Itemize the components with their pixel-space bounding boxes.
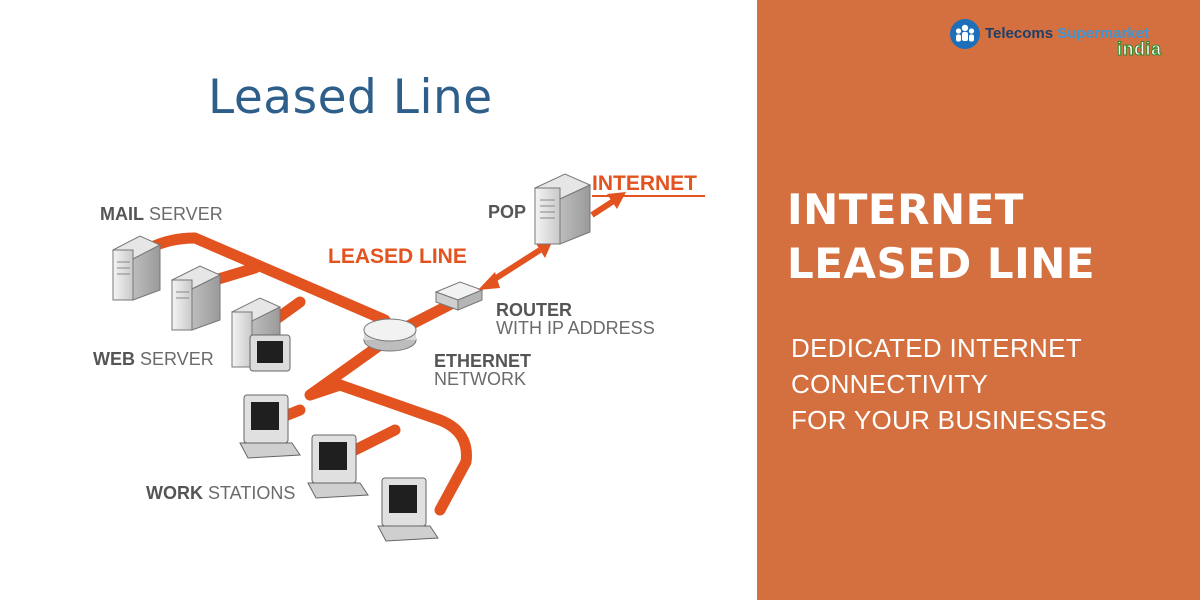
network-diagram: MAIL SERVER WEB SERVER WORK STATIONS POP… — [93, 172, 705, 542]
web-server-icon — [170, 265, 222, 331]
tagline-line-1: DEDICATED INTERNET — [791, 333, 1082, 363]
brand-logo[interactable]: Telecoms Supermarket india — [949, 16, 1189, 60]
tagline-line-3: FOR YOUR BUSINESSES — [791, 405, 1107, 435]
brand-name-part2: Supermarket — [1057, 25, 1149, 42]
cable-hub-down — [304, 339, 472, 516]
web-server-workstation-icon — [230, 297, 291, 372]
diagram-panel: Leased Line — [93, 70, 705, 542]
workstation-icon — [307, 434, 369, 499]
cable-ws2 — [349, 424, 401, 456]
router-ip-label: WITH IP ADDRESS — [496, 318, 655, 338]
people-group-icon — [950, 19, 980, 49]
leased-line-arrow-icon — [478, 242, 552, 290]
mail-server-icon — [111, 235, 162, 301]
internet-label: INTERNET — [592, 172, 697, 195]
web-server-label: WEB SERVER — [93, 349, 214, 369]
leased-line-label: LEASED LINE — [328, 245, 467, 268]
ethernet-label: ETHERNET — [434, 351, 531, 371]
brand-sub: india — [1117, 39, 1162, 60]
brand-name: Telecoms Supermarket — [985, 25, 1149, 42]
diagram-title: Leased Line — [208, 70, 493, 125]
headline: INTERNET LEASED LINE — [787, 183, 1187, 291]
work-stations-label: WORK STATIONS — [146, 483, 295, 503]
cable-web-branch — [209, 262, 261, 286]
pop-server-icon — [533, 173, 592, 245]
router-icon — [434, 281, 484, 311]
workstation-icon — [377, 477, 439, 542]
headline-line-1: INTERNET — [787, 185, 1024, 234]
network-label: NETWORK — [434, 369, 526, 389]
headline-line-2: LEASED LINE — [787, 239, 1096, 288]
router-label: ROUTER — [496, 300, 572, 320]
pop-label: POP — [488, 202, 526, 222]
ethernet-hub-icon — [363, 318, 417, 352]
mail-server-label: MAIL SERVER — [100, 204, 223, 224]
tagline: DEDICATED INTERNET CONNECTIVITY FOR YOUR… — [791, 330, 1191, 438]
brand-name-part1: Telecoms — [985, 25, 1054, 42]
promo-panel: Telecoms Supermarket india INTERNET LEAS… — [757, 0, 1200, 600]
tagline-line-2: CONNECTIVITY — [791, 369, 989, 399]
workstation-icon — [239, 394, 301, 459]
